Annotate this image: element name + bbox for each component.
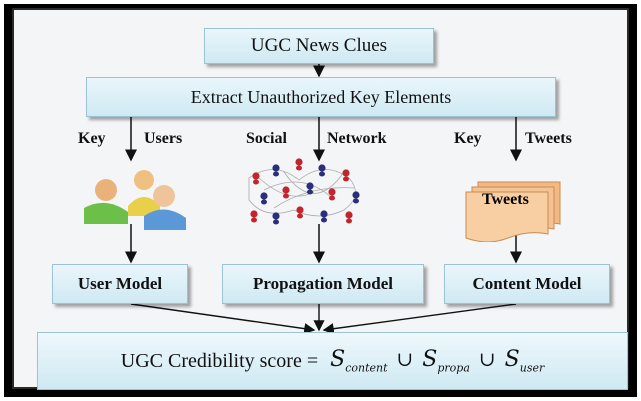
network-node-body	[253, 179, 259, 185]
network-node	[272, 164, 280, 172]
network-node-body	[251, 217, 257, 223]
network-nodes	[250, 158, 360, 225]
network-node	[306, 182, 314, 190]
union-operator: ∪	[396, 347, 414, 372]
user-model-box: User Model	[52, 264, 188, 304]
ugc-news-clues-label: UGC News Clues	[250, 35, 388, 56]
network-node	[252, 172, 260, 180]
key-users-left-label: Key	[78, 130, 106, 147]
network-node-body	[273, 219, 279, 225]
network-node-body	[283, 193, 289, 199]
network-node-body	[329, 195, 335, 201]
tweets-document-label: Tweets	[482, 191, 529, 208]
network-node-body	[346, 218, 352, 224]
ugc-news-clues-box: UGC News Clues	[204, 28, 434, 64]
social-network-left-label: Social	[246, 130, 287, 147]
network-node-body	[273, 171, 279, 177]
extract-key-elements-label: Extract Unauthorized Key Elements	[190, 86, 452, 107]
network-node-body	[321, 217, 327, 223]
extract-key-elements-box: Extract Unauthorized Key Elements	[86, 77, 556, 117]
tweets-document-icon	[465, 181, 561, 242]
s-user-term: Suser	[504, 347, 545, 375]
network-node-body	[297, 213, 303, 219]
network-node	[345, 211, 353, 219]
network-node	[250, 210, 258, 218]
network-node-body	[343, 176, 349, 182]
propagation-model-label: Propagation Model	[253, 274, 393, 293]
network-node	[352, 191, 360, 199]
arrow-user-model-to-score	[130, 303, 316, 335]
network-node	[318, 164, 326, 172]
arrow-content-model-to-score	[322, 303, 517, 335]
network-node	[296, 206, 304, 214]
social-network-right-label: Network	[327, 130, 387, 147]
propagation-model-box: Propagation Model	[222, 264, 424, 304]
key-tweets-right-label: Tweets	[525, 130, 572, 147]
network-node	[342, 169, 350, 177]
credibility-formula: Scontent ∪ Spropa ∪ Suser	[330, 347, 544, 374]
network-node	[320, 210, 328, 218]
key-users-right-label: Users	[144, 130, 183, 147]
network-node-body	[319, 171, 325, 177]
network-node-body	[353, 198, 359, 204]
content-model-label: Content Model	[472, 274, 582, 293]
connector-lines	[84, 64, 522, 335]
network-node	[328, 188, 336, 196]
diagram-canvas: UGC News Clues Extract Unauthorized Key …	[12, 8, 629, 390]
network-node	[272, 212, 280, 220]
network-node-body	[307, 189, 313, 195]
s-propa-term: Spropa	[422, 347, 470, 375]
key-tweets-left-label: Key	[454, 130, 482, 147]
credibility-score-label: UGC Credibility score =	[120, 349, 319, 372]
network-node-body	[296, 165, 302, 171]
network-node	[282, 186, 290, 194]
network-node-body	[261, 199, 267, 205]
network-node	[260, 192, 268, 200]
content-model-box: Content Model	[444, 264, 610, 304]
credibility-score-box: UGC Credibility score = Scontent ∪ Sprop…	[37, 332, 628, 390]
s-content-term: Scontent	[330, 347, 388, 375]
network-node	[295, 158, 303, 166]
users-group-icon	[84, 170, 186, 230]
union-operator: ∪	[478, 347, 496, 372]
user-model-label: User Model	[77, 274, 163, 293]
